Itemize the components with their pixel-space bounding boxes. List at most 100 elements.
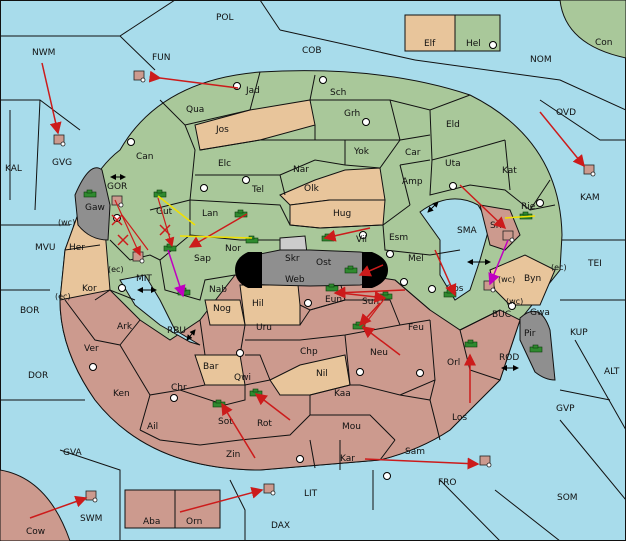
label-uru: Uru bbox=[256, 323, 272, 333]
label-kal: KAL bbox=[5, 164, 22, 174]
void-marks bbox=[111, 214, 171, 246]
label-sot: Sot bbox=[218, 417, 233, 427]
label-sma: SMA bbox=[457, 226, 477, 236]
label-eld: Eld bbox=[446, 120, 460, 130]
fleet-fun bbox=[133, 70, 146, 83]
label-nar: Nar bbox=[293, 165, 309, 175]
fleet-gvg bbox=[53, 134, 66, 147]
label-kat: Kat bbox=[502, 166, 517, 176]
label-web: Web bbox=[285, 275, 305, 285]
label-gva: GVA bbox=[63, 448, 83, 458]
region-elf[interactable] bbox=[404, 14, 456, 52]
region-aba[interactable] bbox=[124, 489, 176, 529]
label-elc: Elc bbox=[218, 159, 231, 169]
label-ec-3: (ec) bbox=[55, 292, 71, 301]
label-wc-1: (wc) bbox=[58, 218, 75, 227]
fleet-byn bbox=[483, 280, 496, 293]
label-hil: Hil bbox=[252, 299, 264, 309]
label-grh: Grh bbox=[344, 109, 360, 119]
label-sun: Sun bbox=[362, 297, 379, 307]
label-ovd: OVD bbox=[556, 108, 576, 118]
label-cob: COB bbox=[302, 46, 322, 56]
army-orl bbox=[464, 339, 478, 348]
label-zin: Zin bbox=[226, 450, 240, 460]
label-pir: Pir bbox=[524, 329, 536, 339]
label-fro: FRO bbox=[438, 478, 457, 488]
fleet-swm bbox=[85, 490, 98, 503]
label-los: Los bbox=[452, 413, 467, 423]
label-ost: Ost bbox=[316, 258, 332, 268]
label-gaw: Gaw bbox=[85, 203, 105, 213]
fleet-gor bbox=[111, 195, 124, 208]
label-tel: Tel bbox=[251, 185, 264, 195]
label-buc: BUC bbox=[492, 310, 511, 320]
label-pol: POL bbox=[216, 13, 234, 23]
label-hel: Hel bbox=[466, 39, 481, 49]
label-sap: Sap bbox=[194, 254, 211, 264]
region-gaw[interactable] bbox=[74, 167, 111, 241]
label-qwi: Qwi bbox=[234, 373, 251, 383]
label-bar: Bar bbox=[203, 362, 219, 372]
label-nwm: NWM bbox=[32, 48, 55, 58]
label-feu: Feu bbox=[408, 323, 424, 333]
label-gvg: GVG bbox=[52, 158, 72, 168]
label-uta: Uta bbox=[445, 159, 461, 169]
province-labels: POL NWM FUN COB NOM Con Elf Hel Jad Sch … bbox=[5, 13, 620, 537]
label-esm: Esm bbox=[389, 233, 408, 243]
label-byn: Byn bbox=[524, 274, 541, 284]
army-ost bbox=[344, 265, 358, 274]
lake-west bbox=[235, 252, 262, 288]
label-ail: Ail bbox=[147, 422, 158, 432]
label-nom: NOM bbox=[530, 55, 552, 65]
label-amp: Amp bbox=[402, 177, 423, 187]
label-swm: SWM bbox=[80, 514, 102, 524]
label-dax: DAX bbox=[271, 521, 290, 531]
label-neu: Neu bbox=[370, 348, 388, 358]
region-hil[interactable] bbox=[239, 284, 301, 326]
label-cow: Cow bbox=[26, 527, 45, 537]
label-sam: Sam bbox=[405, 447, 425, 457]
supply-centers bbox=[89, 41, 544, 480]
label-elf: Elf bbox=[424, 39, 436, 49]
label-mel: Mel bbox=[408, 254, 424, 264]
label-mvu: MVU bbox=[35, 243, 56, 253]
label-con: Con bbox=[595, 38, 613, 48]
label-rod: ROD bbox=[499, 353, 519, 363]
label-jos: Jos bbox=[215, 125, 229, 135]
label-fun: FUN bbox=[152, 53, 171, 63]
label-mit: MIT bbox=[136, 274, 152, 284]
label-yok: Yok bbox=[353, 147, 370, 157]
label-gvp: GVP bbox=[556, 404, 575, 414]
region-orn[interactable] bbox=[174, 489, 221, 529]
fleet-her bbox=[132, 251, 145, 264]
label-orn: Orn bbox=[186, 517, 202, 527]
label-skr: Skr bbox=[285, 254, 300, 264]
label-sch: Sch bbox=[330, 88, 346, 98]
label-bor: BOR bbox=[20, 306, 39, 316]
label-nor: Nor bbox=[225, 244, 241, 254]
adjacency-arrows bbox=[110, 174, 519, 371]
label-rie: Rie bbox=[521, 202, 536, 212]
label-ken: Ken bbox=[113, 389, 130, 399]
label-gut: Gut bbox=[156, 207, 173, 217]
label-car: Car bbox=[405, 148, 421, 158]
label-rbu: RBU bbox=[167, 326, 186, 336]
label-chr: Chr bbox=[171, 383, 187, 393]
lake-east bbox=[362, 252, 388, 288]
label-kam: KAM bbox=[580, 193, 600, 203]
army-pir bbox=[529, 344, 543, 353]
label-dor: DOR bbox=[28, 371, 48, 381]
label-eun: Eun bbox=[325, 295, 342, 305]
label-alt: ALT bbox=[604, 367, 620, 377]
label-gwa: Gwa bbox=[530, 308, 550, 318]
label-tei: TEI bbox=[587, 259, 602, 269]
label-can: Can bbox=[136, 152, 154, 162]
label-ver: Ver bbox=[84, 344, 99, 354]
label-chp: Chp bbox=[300, 347, 318, 357]
label-orl: Orl bbox=[447, 358, 460, 368]
label-vil: Vil bbox=[356, 235, 367, 245]
label-hug: Hug bbox=[333, 209, 351, 219]
